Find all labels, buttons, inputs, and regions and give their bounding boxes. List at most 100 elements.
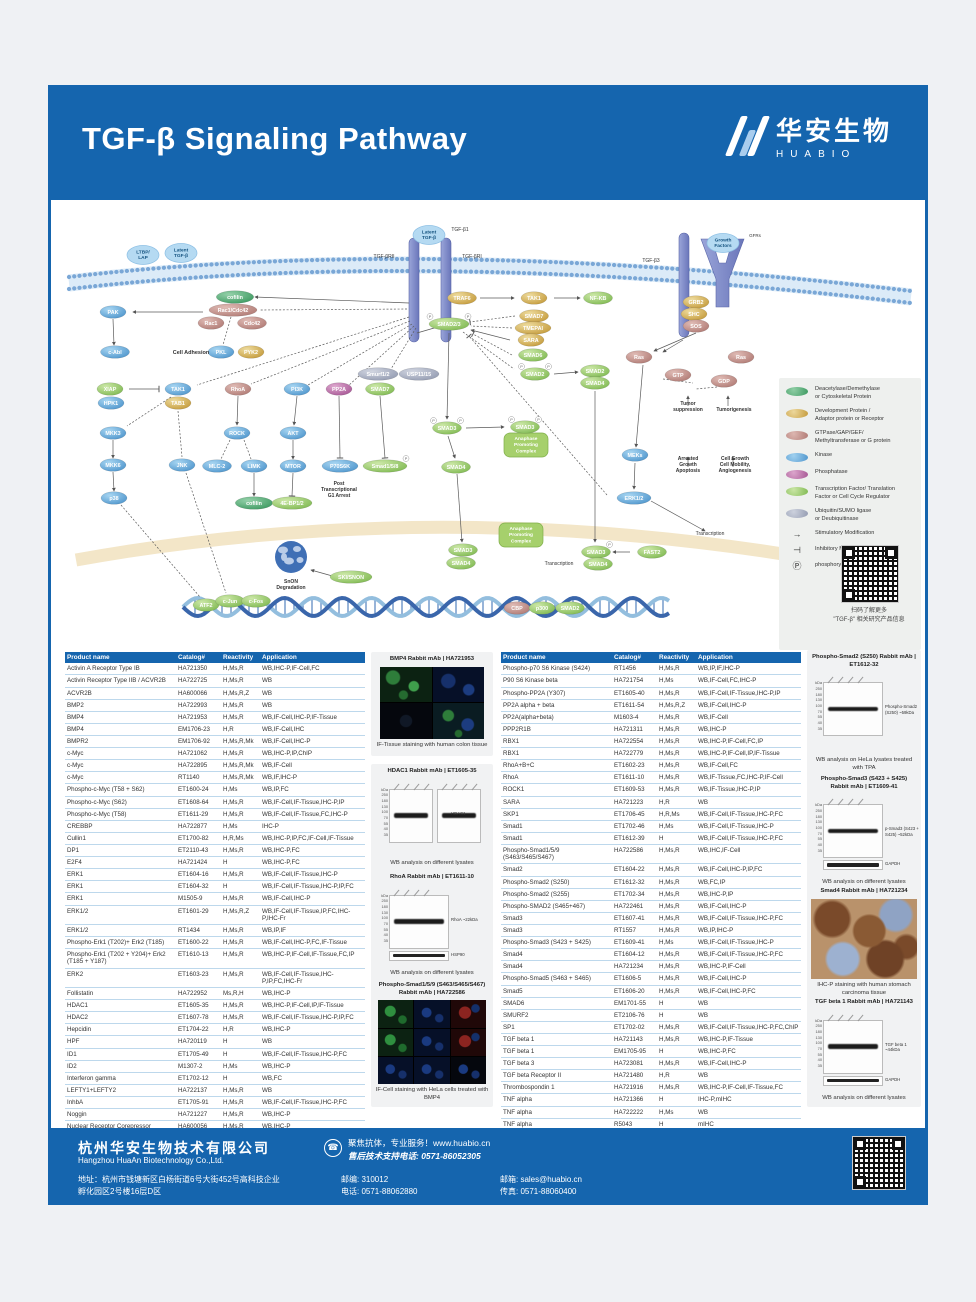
application: WB,IHC-P,IF-Cell,IP,IF-Tissue — [698, 750, 780, 758]
panel-caption: WB analysis on different lysates — [390, 859, 474, 866]
svg-text:TGF-βRI: TGF-βRI — [462, 254, 482, 260]
product-name: TGF beta 3 — [503, 1060, 535, 1068]
product-name: PP2A(alpha+beta) — [503, 713, 554, 721]
application: WB — [262, 689, 272, 697]
svg-text:LAP: LAP — [138, 255, 148, 261]
pathway-node-tmepai: TMEPAI — [514, 321, 552, 335]
pathway-node-ski-snon: SKI/SNON — [329, 570, 373, 584]
product-name: CREBBP — [67, 822, 93, 830]
reactivity: H,Ms,R — [659, 866, 680, 874]
svg-text:SMAD4: SMAD4 — [447, 465, 466, 471]
product-name: Activin A Receptor Type IB — [67, 665, 140, 673]
pathway-node-cofilin: cofilin — [235, 496, 273, 510]
reactivity: H,R — [659, 1072, 670, 1080]
reactivity: H,Ms,R — [659, 902, 680, 910]
svg-text:Smad1/5/8: Smad1/5/8 — [372, 464, 399, 470]
reactivity: H,Ms,R — [659, 713, 680, 721]
pathway-node-smad4: SMAD4 — [583, 557, 613, 571]
svg-text:NF-KB: NF-KB — [590, 296, 607, 302]
reactivity: H,Ms,R — [659, 890, 680, 898]
catalog-number: ET1702-02 — [614, 1023, 645, 1031]
svg-text:SMAD7: SMAD7 — [525, 314, 544, 320]
reactivity: H,Ms,R — [659, 1023, 680, 1031]
product-name: ERK1/2 — [67, 907, 89, 915]
company-name-en: Hangzhou HuaAn Biotechnology Co.,Ltd. — [78, 1156, 224, 1165]
pathway-node-p38: p38 — [100, 491, 128, 505]
diagram-label: TGF-β1 — [451, 227, 469, 233]
svg-text:PI3K: PI3K — [291, 387, 303, 393]
catalog-number: M1307-2 — [178, 1062, 203, 1070]
application: WB,IF-Cell,IF-Tissue,IHC-P,FC — [698, 810, 783, 818]
product-name: Phospho-SMAD2 (S465+467) — [503, 902, 586, 910]
product-name: Phospho-Erk1 (T202)+ Erk2 (T185) — [67, 939, 165, 947]
reactivity: H,Ms,R,Mk — [223, 762, 254, 770]
svg-text:AKT: AKT — [287, 431, 299, 437]
pathway-node-mkk6: MKK6 — [99, 458, 127, 472]
column-header: Application — [698, 654, 733, 661]
application: WB,IHC-P — [262, 990, 291, 998]
footer-address-2: 孵化园区2号楼16层D区 — [78, 1187, 162, 1196]
catalog-number: ET1603-23 — [178, 970, 209, 978]
svg-text:MEKs: MEKs — [628, 453, 643, 459]
panel-caption: IF-Cell staining with HeLa cells treated… — [375, 1087, 489, 1102]
reactivity: H,Ms,R — [659, 1060, 680, 1068]
panel-title: Phospho-Smad1/5/9 (S463/S465/S467) Rabbi… — [378, 982, 486, 996]
product-name: HPF — [67, 1038, 80, 1046]
svg-text:Cell Growth: Cell Growth — [721, 456, 749, 462]
svg-text:P: P — [429, 315, 432, 319]
svg-text:Growth: Growth — [715, 238, 732, 244]
product-name: Smad4 — [503, 963, 523, 971]
catalog-number: ET1611-10 — [614, 774, 645, 782]
reactivity: H,Ms,R — [223, 665, 244, 673]
legend-label: GTPase/GAP/GEF/ Methyltransferase or G p… — [815, 430, 891, 444]
band-annotation: Phospho-Smad2 (S250) ~59kDa — [885, 704, 918, 715]
legend-swatch-icon — [786, 431, 808, 441]
svg-text:FAST2: FAST2 — [644, 550, 661, 556]
catalog-number: EM1701-55 — [614, 999, 646, 1007]
application: WB,IF-Cell,IHC-P — [698, 902, 747, 910]
table-row: Phospho-Smad1/5/9 (S463/S465/S467)HA7225… — [501, 845, 801, 865]
legend-symbol-icon: Ⓟ — [792, 561, 802, 572]
application: WB,IF-Cell,IF-Tissue,IHC-P,FC — [698, 914, 783, 922]
svg-text:ERK1/2: ERK1/2 — [625, 496, 644, 502]
catalog-number: ET1611-29 — [178, 810, 209, 818]
reactivity: H,Ms,R — [223, 1002, 244, 1010]
svg-text:TGF-β3: TGF-β3 — [642, 258, 660, 264]
svg-text:SMAD3: SMAD3 — [587, 550, 606, 556]
svg-text:SMAD3: SMAD3 — [516, 425, 535, 431]
catalog-number: RT1434 — [178, 926, 200, 934]
legend-item: Ubiquitin/SUMO ligase or Deubiquitinase — [786, 508, 914, 523]
reactivity: H,Ms,R — [659, 725, 680, 733]
reactivity: H,Ms,R — [659, 774, 680, 782]
legend-item: Development Protein / Adaptor protein or… — [786, 408, 914, 423]
pathway-node-gdp: GDP — [710, 374, 738, 388]
product-name: Smad2 — [503, 866, 523, 874]
reactivity: H — [659, 834, 664, 842]
application: WB,IF-Cell,IF-Tissue,IHC-P,IP,FC — [262, 1014, 354, 1022]
svg-text:p300: p300 — [536, 606, 548, 612]
pathway-node-c-abl: c-Abl — [100, 345, 130, 359]
pathway-node-smad1-5-8: Smad1/5/8P — [362, 455, 410, 473]
panel-title: TGF beta 1 Rabbit mAb | HA721143 — [815, 999, 913, 1005]
svg-text:Anaphase: Anaphase — [515, 436, 538, 442]
reactivity: H,Ms,R,Mk — [223, 774, 254, 782]
pathway-node-4e-bp1-2: 4E-BP1/2 — [271, 496, 313, 510]
diagram-label: TGF-β3 — [642, 258, 660, 264]
